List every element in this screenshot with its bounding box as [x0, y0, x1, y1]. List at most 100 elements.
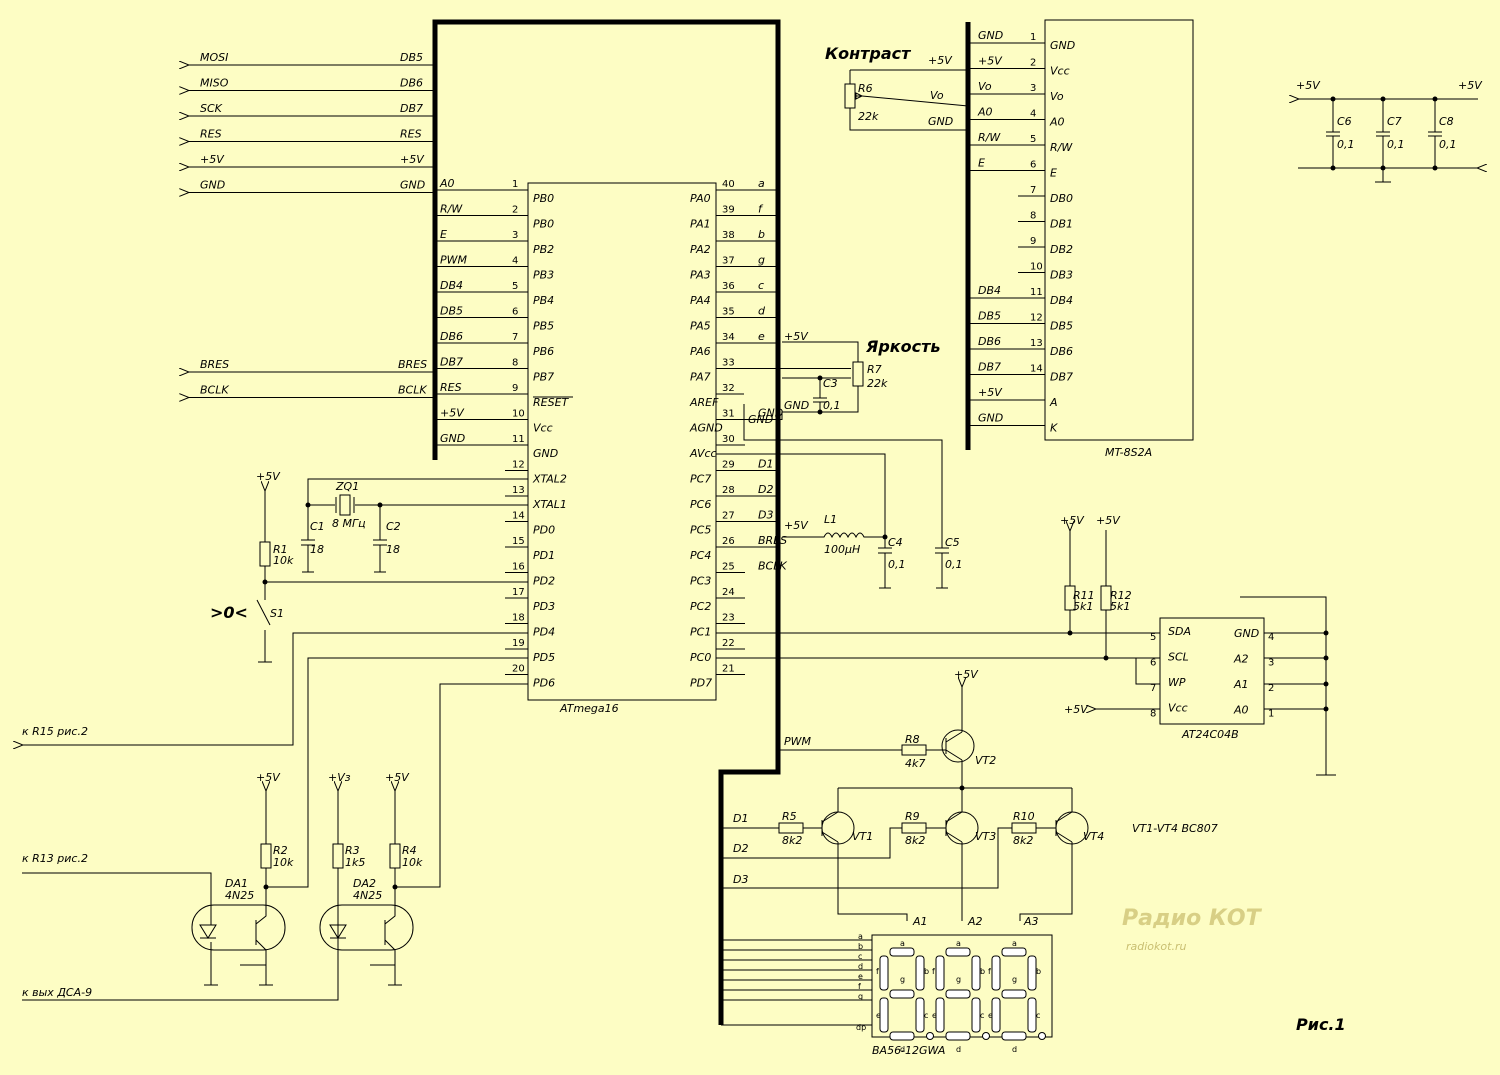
- segment-f: [879, 955, 889, 991]
- connector-bus-label: BRES: [398, 358, 427, 371]
- lcd-pin-name: K: [1050, 422, 1058, 435]
- vt2-p5v-label: +5V: [954, 668, 979, 681]
- mcu-pin-name: PC0: [690, 651, 711, 664]
- r7-gnd-label: GND: [784, 399, 809, 412]
- mcu-pin-number: 5: [512, 281, 518, 292]
- lcd-pin-name: A: [1049, 396, 1058, 409]
- contrast-pot-r6: Контраст +5V R6 22k Vo GND: [825, 44, 969, 131]
- mcu-pin-net: c: [758, 279, 764, 292]
- mcu-pin-name: PD6: [533, 677, 555, 690]
- r12-ref: R12: [1110, 589, 1132, 602]
- segment-line-label: f: [858, 982, 861, 991]
- mcu-pin-number: 26: [722, 536, 735, 547]
- mcu-pin-name: PA1: [690, 218, 711, 231]
- segment-label-a: a: [900, 939, 905, 948]
- lcd-pin-net: DB6: [978, 335, 1001, 348]
- segment-e: [879, 997, 889, 1033]
- d2-label: D2: [733, 842, 748, 855]
- mcu-pin-name: PA0: [690, 192, 711, 205]
- l1-ref: L1: [824, 513, 837, 526]
- lcd-pin-net: GND: [978, 29, 1003, 42]
- mcu-pin-number: 2: [512, 205, 518, 216]
- mcu-pin-name: PC5: [690, 524, 711, 537]
- connector-ext-label: BRES: [200, 358, 229, 371]
- eeprom-p5v-label: +5V: [1064, 703, 1089, 716]
- l1-p5v-label: +5V: [784, 519, 809, 532]
- l1-value: 100µH: [824, 543, 860, 556]
- connector-bus-label: DB5: [400, 51, 423, 64]
- mcu-name: ATmega16: [559, 702, 619, 715]
- zq1-ref: ZQ1: [335, 480, 359, 493]
- mcu-pin-number: 6: [512, 307, 518, 318]
- r1-value: 10k: [273, 554, 294, 567]
- lcd-module: MT-8S2A 1GNDGND2Vcc+5V3VoVo4A0A05R/WR/W6…: [968, 19, 1194, 459]
- pwm-label: PWM: [784, 735, 812, 748]
- figure-label: Рис.1: [1296, 1015, 1346, 1034]
- c8-ref: C8: [1439, 115, 1454, 128]
- c5-value: 0,1: [945, 558, 963, 571]
- lcd-pin-number: 11: [1030, 287, 1043, 298]
- mcu-pin-name: AGND: [689, 422, 723, 435]
- mcu-pin-net: g: [758, 254, 765, 267]
- mcu-pin-name: PD0: [533, 524, 555, 537]
- mcu-pin-number: 34: [722, 332, 735, 343]
- brightness-pot-r7: Яркость +5V R7 22k C3 0,1 GND: [782, 330, 941, 415]
- lcd-pin-number: 14: [1030, 364, 1043, 375]
- lcd-pin-number: 7: [1030, 185, 1036, 196]
- da1-value: 4N25: [225, 889, 254, 902]
- lcd-pin-name: DB3: [1050, 269, 1073, 282]
- r3-value: 1k5: [345, 856, 365, 869]
- lcd-pin-number: 2: [1030, 58, 1036, 69]
- mcu-pin-net: d: [758, 305, 766, 318]
- r6-p5v-label: +5V: [928, 54, 953, 67]
- eeprom-pin-name: GND: [1234, 627, 1259, 640]
- mcu-pin-number: 24: [722, 587, 735, 598]
- lcd-pin-net: DB7: [978, 361, 1001, 374]
- brightness-label: Яркость: [865, 337, 941, 356]
- r4-ref: R4: [402, 844, 417, 857]
- segment-line-label: g: [858, 992, 863, 1001]
- mcu-pin-number: 31: [722, 409, 735, 420]
- r6-gnd-label: GND: [928, 115, 953, 128]
- mcu-pin-net: D3: [758, 509, 773, 522]
- lcd-pin-number: 5: [1030, 134, 1036, 145]
- r6-value: 22k: [858, 110, 879, 123]
- segment-d: [889, 1031, 915, 1041]
- bus-lines: [432, 19, 971, 1025]
- segment-label-f: f: [988, 967, 991, 976]
- mcu-pin-number: 15: [512, 536, 525, 547]
- eeprom-pin-number: 6: [1150, 658, 1156, 669]
- mcu-pin-net: DB7: [440, 356, 463, 369]
- mcu-pin-number: 17: [512, 587, 525, 598]
- zero-button-label: >0<: [210, 603, 248, 622]
- r7-value: 22k: [867, 377, 888, 390]
- r11-ref: R11: [1073, 589, 1095, 602]
- mcu-pin-name: PD3: [533, 600, 555, 613]
- eeprom-name: AT24C04B: [1181, 728, 1239, 741]
- mcu-pin-name: PB2: [533, 243, 554, 256]
- lcd-pin-name: R/W: [1050, 141, 1073, 154]
- mcu-pin-number: 10: [512, 409, 525, 420]
- mcu-pin-name: PC6: [690, 498, 711, 511]
- lcd-name: MT-8S2A: [1105, 446, 1152, 459]
- mcu-pin-number: 8: [512, 358, 518, 369]
- lcd-pin-name: DB0: [1050, 192, 1073, 205]
- r10-ref: R10: [1013, 810, 1035, 823]
- segment-g: [1001, 989, 1027, 999]
- r11-value: 5k1: [1073, 600, 1093, 613]
- to-r13-label: к R13 рис.2: [22, 852, 88, 865]
- mcu-pins: 1PB0A02PB0R/W3PB2E4PB3PWM5PB4DB46PB5DB57…: [435, 177, 851, 690]
- lcd-pin-net: E: [978, 157, 985, 170]
- mcu-pin-name: XTAL2: [532, 473, 567, 486]
- decoupling-caps: +5V +5V C6 0,1 C7 0,1 C8 0,1: [1296, 79, 1483, 183]
- zq1-value: 8 МГц: [332, 517, 366, 530]
- mcu-pin-name: PC3: [690, 575, 711, 588]
- mcu-pin-number: 3: [512, 230, 518, 241]
- mcu-pin-number: 40: [722, 179, 735, 190]
- dec-p5v-left: +5V: [1296, 79, 1321, 92]
- mcu-pin-name: PD2: [533, 575, 555, 588]
